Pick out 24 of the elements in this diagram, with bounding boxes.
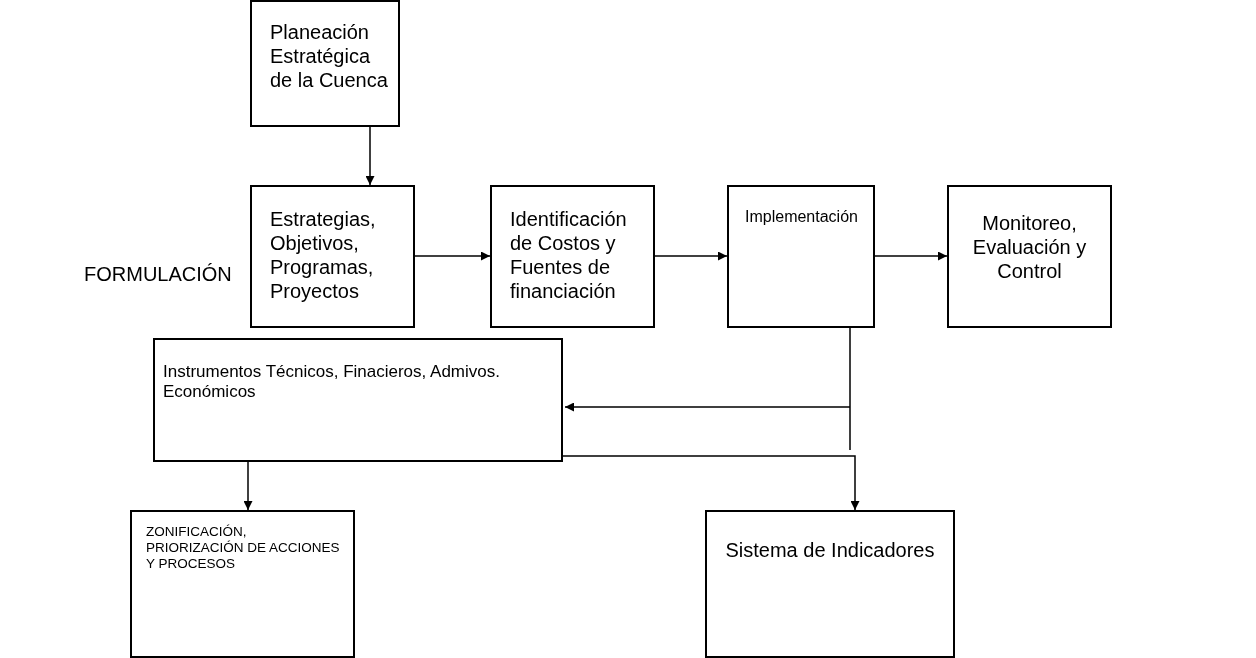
process-box — [130, 510, 355, 658]
box-text: Identificación de Costos y Fuentes de financiación — [510, 207, 628, 303]
process-box — [490, 185, 655, 328]
box-text: ZONIFICACIÓN, PRIORIZACIÓN DE ACCIONES Y PROCESOS — [146, 524, 341, 573]
arrow — [414, 251, 491, 261]
process-box — [727, 185, 875, 328]
stage-label: FORMULACIÓN — [84, 263, 232, 286]
box-text: Planeación Estratégica de la Cuenca — [270, 20, 389, 92]
arrow — [874, 251, 948, 261]
box-text: Monitoreo, Evaluación y Control — [971, 211, 1088, 283]
box-text: Estrategias, Objetivos, Programas, Proyectos — [270, 207, 377, 303]
arrow — [564, 327, 851, 451]
arrow — [365, 126, 375, 186]
arrow — [654, 251, 728, 261]
process-box — [250, 0, 400, 127]
arrow — [562, 455, 860, 511]
process-box — [947, 185, 1112, 328]
process-box — [705, 510, 955, 658]
arrow — [243, 461, 253, 511]
box-text: Sistema de Indicadores — [724, 538, 936, 562]
process-box — [250, 185, 415, 328]
box-text: Instrumentos Técnicos, Finacieros, Admivos. Económicos — [163, 362, 501, 403]
box-text: Implementación — [745, 207, 859, 227]
process-box — [153, 338, 563, 462]
